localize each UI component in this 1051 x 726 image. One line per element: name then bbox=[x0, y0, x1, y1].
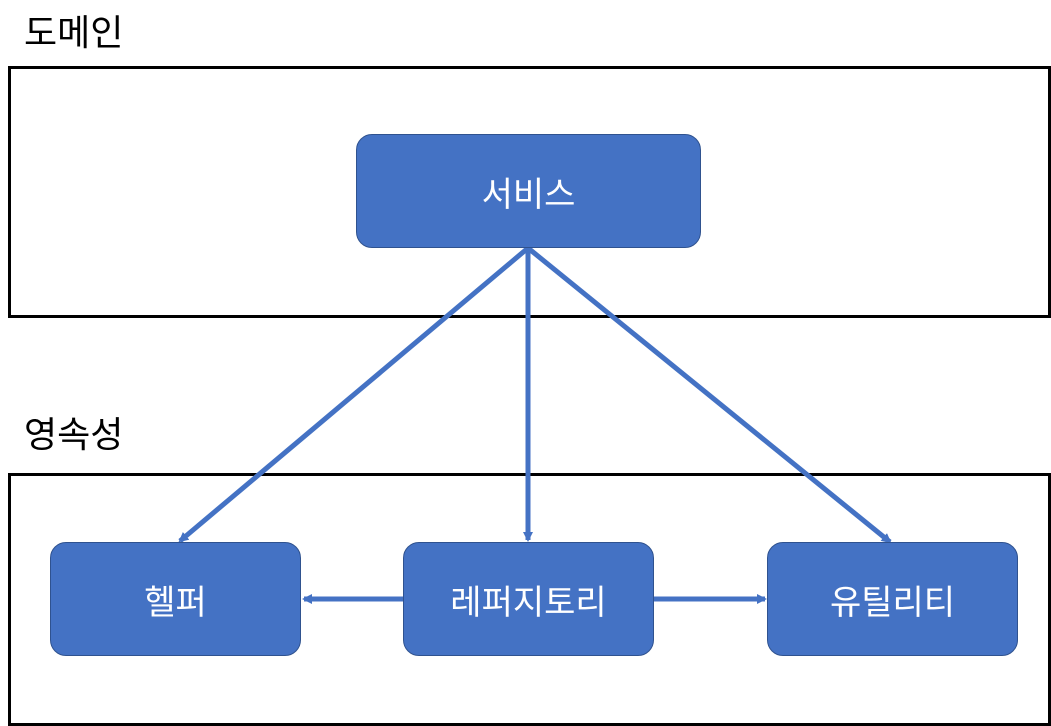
domain-layer-label: 도메인 bbox=[24, 13, 124, 54]
utility-node: 유틸리티 bbox=[767, 542, 1018, 656]
persistence-layer-label: 영속성 bbox=[24, 415, 124, 456]
service-node: 서비스 bbox=[356, 134, 701, 248]
helper-node: 헬퍼 bbox=[50, 542, 301, 656]
arrow-service-to-utility bbox=[526, 246, 892, 544]
repository-node: 레퍼지토리 bbox=[403, 542, 654, 656]
arrow-service-to-helper bbox=[178, 246, 530, 543]
